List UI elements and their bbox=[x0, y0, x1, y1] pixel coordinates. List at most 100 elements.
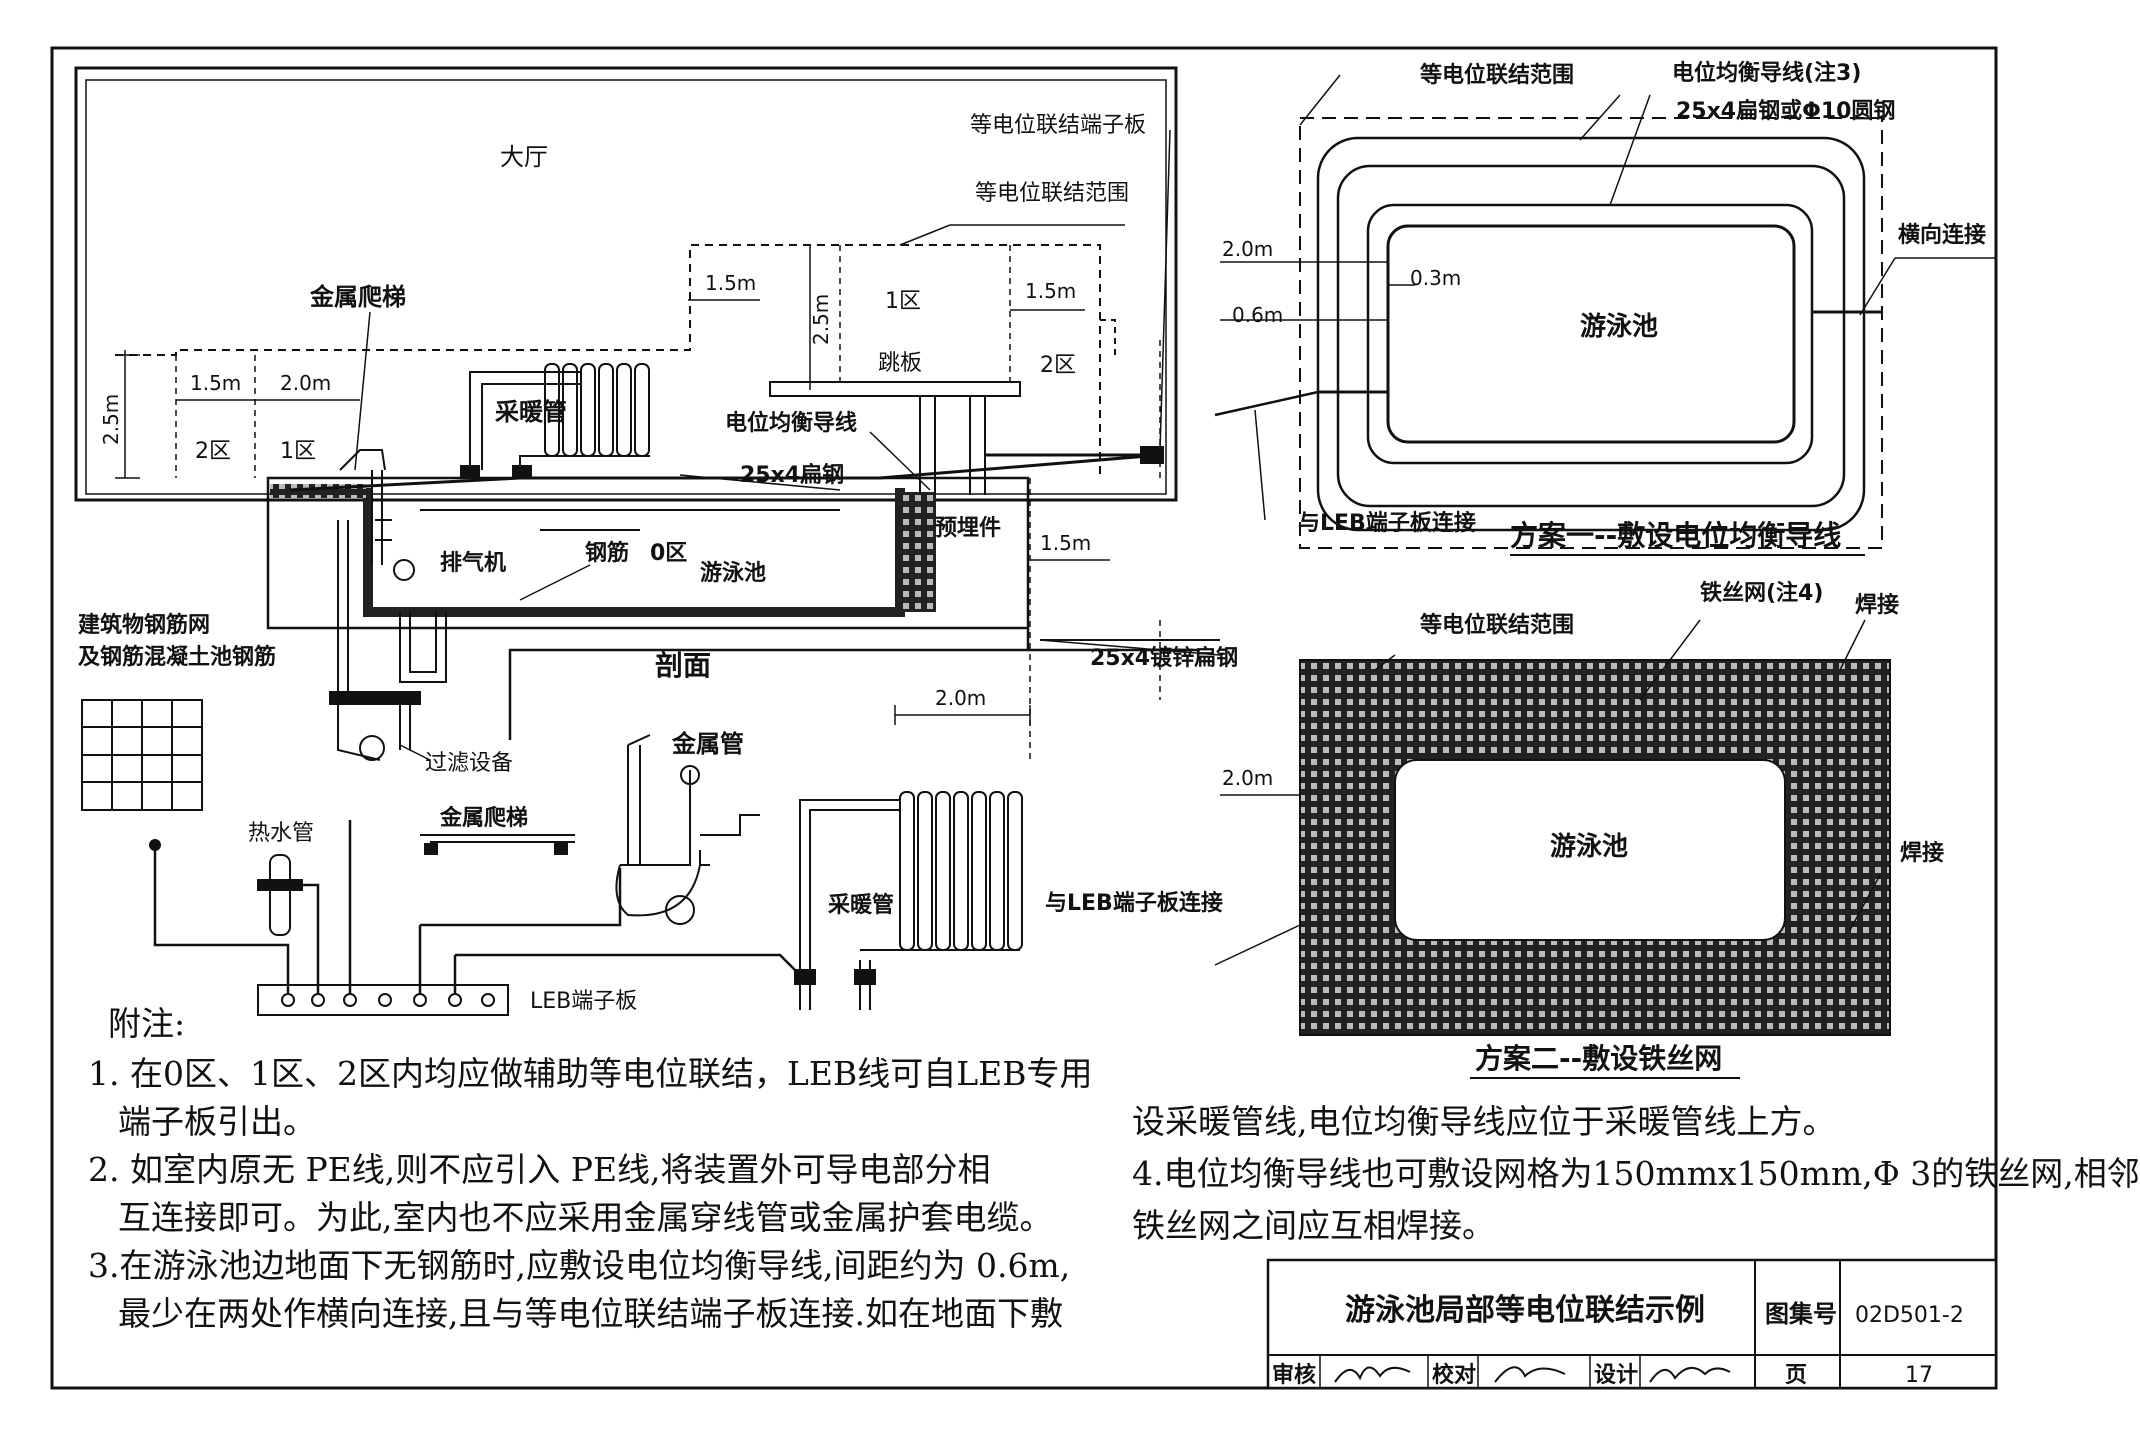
plan2-pool bbox=[1394, 759, 1786, 941]
label-plan1-pool: 游泳池 bbox=[1580, 312, 1658, 342]
label-section-title: 剖面 bbox=[655, 649, 711, 682]
title-block-page-label: 页 bbox=[1785, 1363, 1807, 1388]
label-leb-ladder: 金属爬梯 bbox=[439, 805, 528, 831]
eb-range-dashed bbox=[115, 244, 1101, 480]
label-equalizing-wire: 电位均衡导线 bbox=[725, 410, 857, 436]
label-plan2-to-leb: 与LEB端子板连接 bbox=[1045, 890, 1223, 916]
label-plan2-weld1: 焊接 bbox=[1855, 593, 1899, 618]
label-plan1-cross: 横向连接 bbox=[1898, 222, 1986, 248]
section-view: 大厅 bbox=[74, 66, 1238, 776]
note-3b: 最少在两处作横向连接,且与等电位联结端子板连接.如在地面下敷 bbox=[118, 1294, 1063, 1333]
ladder-section bbox=[339, 449, 392, 565]
dim-20-lower: 2.0m bbox=[935, 686, 986, 710]
label-eb-range: 等电位联结范围 bbox=[975, 181, 1129, 206]
title-block-check: 校对 bbox=[1432, 1362, 1476, 1388]
note-1a: 1. 在0区、1区、2区内均应做辅助等电位联结，LEB线可自LEB专用 bbox=[88, 1054, 1093, 1093]
dim-20-left: 2.0m bbox=[280, 371, 331, 395]
label-plan2-weld2: 焊接 bbox=[1900, 841, 1944, 866]
title-block-atlas-no: 02D501-2 bbox=[1855, 1303, 1964, 1328]
embedded-mesh bbox=[900, 492, 936, 612]
metal-pipe bbox=[615, 734, 760, 925]
label-radiator: 采暖管 bbox=[495, 398, 567, 426]
dim-plan2-20: 2.0m bbox=[1222, 766, 1273, 790]
eb-terminal-board bbox=[1140, 446, 1164, 464]
note-2b: 互连接即可。为此,室内也不应采用金属穿线管或金属护套电缆。 bbox=[118, 1198, 1053, 1237]
label-building-rebar-2: 及钢筋混凝土池钢筋 bbox=[78, 644, 276, 670]
label-rebar: 钢筋 bbox=[585, 540, 629, 566]
leb-board bbox=[257, 984, 509, 1016]
title-block-title: 游泳池局部等电位联结示例 bbox=[1345, 1293, 1705, 1328]
label-plan2-pool: 游泳池 bbox=[1550, 832, 1628, 862]
title-block: 游泳池局部等电位联结示例 图集号 02D501-2 审核 校对 设计 页 17 bbox=[1266, 1258, 1998, 1390]
dim-15-right: 1.5m bbox=[1025, 279, 1076, 303]
label-plan1-wire-spec: 25x4扁钢或Φ10圆钢 bbox=[1676, 98, 1895, 124]
label-metal-pipe: 金属管 bbox=[671, 730, 744, 758]
label-galv-flat: 25x4镀锌扁钢 bbox=[1090, 645, 1238, 671]
label-eb-board: 等电位联结端子板 bbox=[970, 113, 1146, 138]
radiator-section bbox=[460, 363, 650, 479]
plan1-pool bbox=[1386, 224, 1796, 444]
dim-25-dive: 2.5m bbox=[809, 294, 833, 345]
note-1b: 端子板引出。 bbox=[118, 1102, 316, 1141]
dim-25-left: 2.5m bbox=[99, 394, 123, 445]
drawing-frame bbox=[50, 46, 1998, 1390]
plan1-caption: 方案一--敷设电位均衡导线 bbox=[1510, 519, 1841, 552]
title-block-atlas-label: 图集号 bbox=[1765, 1300, 1837, 1328]
label-plan1-to-leb: 与LEB端子板连接 bbox=[1298, 510, 1476, 536]
dim-15-top: 1.5m bbox=[705, 271, 756, 295]
dim-plan1-06: 0.6m bbox=[1232, 303, 1283, 327]
label-hot-water: 热水管 bbox=[248, 821, 314, 846]
section-dimensions bbox=[115, 245, 1110, 725]
label-plan1-wire-note: 电位均衡导线(注3) bbox=[1672, 60, 1861, 86]
dim-plan1-03: 0.3m bbox=[1410, 266, 1461, 290]
label-ladder: 金属爬梯 bbox=[309, 283, 406, 311]
hall-label: 大厅 bbox=[500, 143, 548, 171]
notes-heading: 附注: bbox=[108, 1004, 186, 1043]
equalizing-wire bbox=[289, 453, 1161, 492]
note-2a: 2. 如室内原无 PE线,则不应引入 PE线,将装置外可导电部分相 bbox=[88, 1150, 991, 1189]
label-pool-section: 游泳池 bbox=[700, 560, 766, 586]
pool-rebar-line bbox=[363, 488, 905, 617]
note-3c: 设采暖管线,电位均衡导线应位于采暖管线上方。 bbox=[1132, 1102, 1836, 1141]
plan2-caption: 方案二--敷设铁丝网 bbox=[1475, 1042, 1722, 1075]
dim-15-lower: 1.5m bbox=[1040, 531, 1091, 555]
dim-15-left: 1.5m bbox=[190, 371, 241, 395]
signature-review bbox=[1334, 1366, 1411, 1383]
label-plan2-mesh: 铁丝网(注4) bbox=[1700, 580, 1823, 606]
label-leb-radiator: 采暖管 bbox=[828, 892, 894, 918]
leb-radiator bbox=[794, 791, 1023, 1010]
title-block-review: 审核 bbox=[1272, 1362, 1316, 1388]
dive-board bbox=[769, 381, 1021, 397]
plan2-diagram: 游泳池 等电位联结范围 铁丝网(注4) 焊接 焊接 2.0m 与LEB端子板连接… bbox=[1045, 580, 1944, 1079]
pool-piping bbox=[329, 520, 447, 761]
note-3a: 3.在游泳池边地面下无钢筋时,应敷设电位均衡导线,间距约为 0.6m, bbox=[88, 1246, 1071, 1285]
label-plan2-eb-range: 等电位联结范围 bbox=[1420, 612, 1574, 638]
label-zone2-left: 2区 bbox=[195, 439, 231, 464]
leb-diagram: LEB端子板 热水管 金属爬梯 bbox=[81, 699, 1023, 1016]
drawing-canvas: 大厅 bbox=[50, 46, 1998, 1390]
label-exhaust: 排气机 bbox=[440, 550, 506, 576]
label-leb-board: LEB端子板 bbox=[530, 989, 637, 1014]
label-zone0: 0区 bbox=[650, 541, 687, 566]
label-zone1-dive: 1区 bbox=[885, 289, 921, 314]
dim-plan1-20: 2.0m bbox=[1222, 237, 1273, 261]
signature-check bbox=[1494, 1366, 1566, 1383]
title-block-design: 设计 bbox=[1594, 1363, 1638, 1388]
label-zone2-right: 2区 bbox=[1040, 353, 1076, 378]
label-plan1-eb-range: 等电位联结范围 bbox=[1420, 62, 1574, 88]
plan1-diagram: 游泳池 等电位联结范围 电位均衡导线(注3) 25x4扁钢或Φ10圆钢 横向连接… bbox=[1214, 60, 1995, 556]
label-filter: 过滤设备 bbox=[425, 751, 513, 776]
label-embedded: 预埋件 bbox=[935, 516, 1001, 541]
label-flat-steel: 25x4扁钢 bbox=[740, 462, 844, 488]
label-zone1-left: 1区 bbox=[280, 439, 316, 464]
signature-design bbox=[1649, 1367, 1731, 1383]
hall-outline bbox=[74, 66, 1178, 502]
label-dive: 跳板 bbox=[878, 351, 922, 376]
leb-ladder bbox=[420, 834, 575, 855]
note-4a: 4.电位均衡导线也可敷设网格为150mmx150mm,Φ 3的铁丝网,相邻 bbox=[1132, 1154, 2140, 1193]
title-block-page-no: 17 bbox=[1905, 1363, 1933, 1388]
rebar-grid bbox=[81, 699, 203, 811]
hot-water-pipe bbox=[257, 854, 303, 936]
label-building-rebar-1: 建筑物钢筋网 bbox=[78, 612, 210, 638]
plan1-eb-range bbox=[1299, 117, 1883, 549]
